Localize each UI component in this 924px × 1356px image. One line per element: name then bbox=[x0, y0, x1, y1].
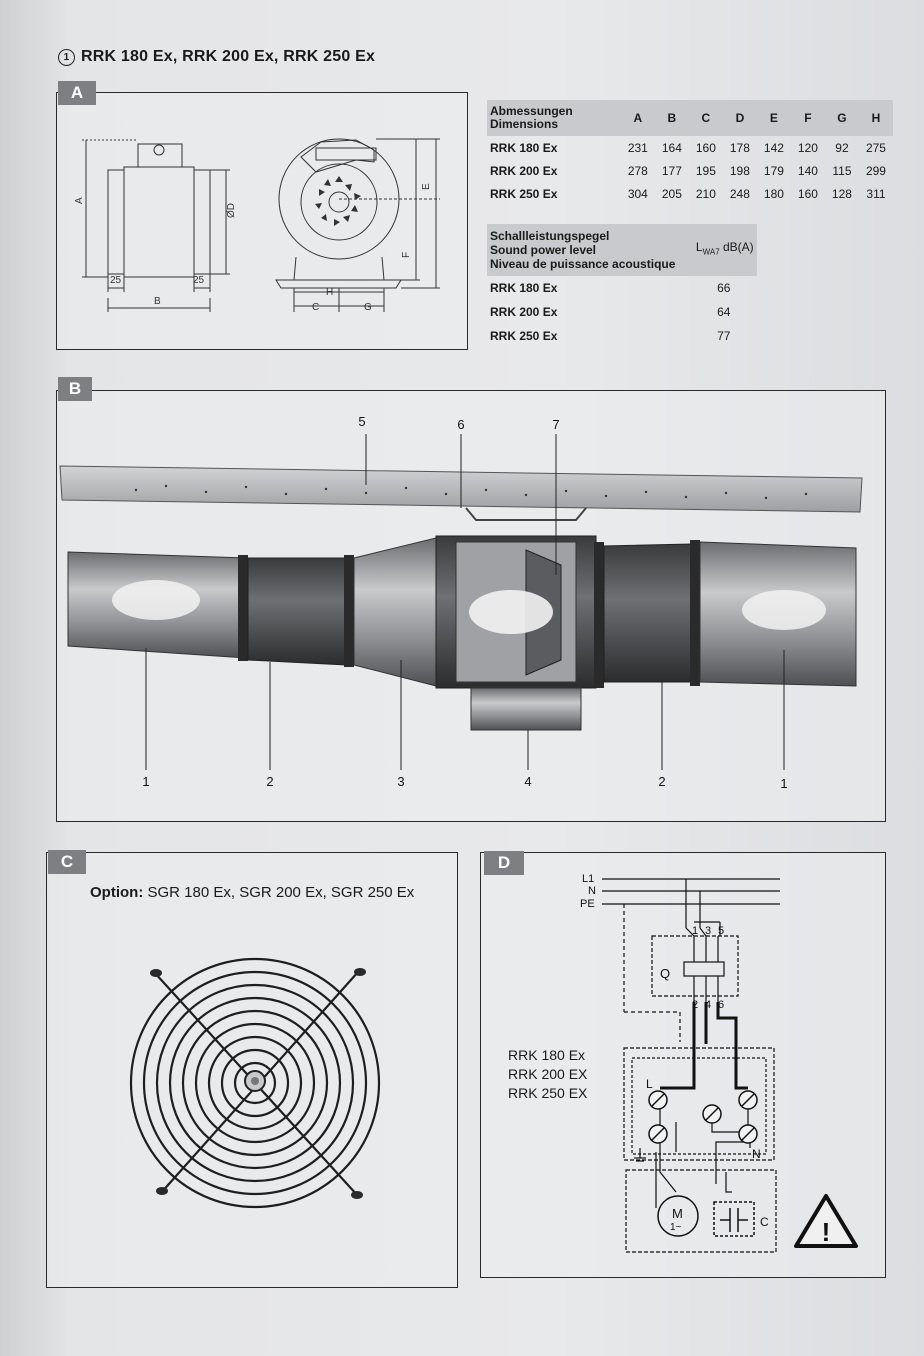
col-header-g: G bbox=[824, 100, 859, 136]
motor-label: M bbox=[672, 1206, 683, 1221]
side-view-body bbox=[123, 166, 195, 278]
side-view-flange-left bbox=[107, 169, 125, 275]
terminal-enclosure bbox=[623, 1047, 775, 1161]
table-row: RRK 250 Ex 304 205 210 248 180 160 128 3… bbox=[490, 186, 886, 201]
callout-6: 6 bbox=[457, 417, 464, 432]
panel-a bbox=[56, 92, 468, 350]
line-l1-label: L1 bbox=[582, 873, 594, 885]
panel-d-tag: D bbox=[484, 851, 524, 875]
panel-c bbox=[46, 852, 458, 1288]
dim-label-25-left: 25 bbox=[110, 275, 122, 286]
col-header-c: C bbox=[688, 100, 723, 136]
dim-label-25-right: 25 bbox=[193, 275, 205, 286]
mounting-tab bbox=[150, 969, 162, 977]
clamp-right-2 bbox=[690, 540, 700, 686]
callout-7: 7 bbox=[552, 417, 559, 432]
wiring-diagram: L1 N PE 1 3 5 2 4 6 Q L N M 1~ C bbox=[580, 873, 858, 1253]
dust-right bbox=[742, 590, 826, 630]
capacitor-symbol bbox=[713, 1201, 755, 1237]
dim-label-f: F bbox=[401, 252, 412, 258]
dim-label-c: C bbox=[312, 302, 319, 313]
dim-label-d: ØD bbox=[226, 203, 237, 218]
terminal-box bbox=[470, 687, 582, 731]
callout-5: 5 bbox=[358, 414, 365, 429]
dim-label-b: B bbox=[154, 296, 161, 307]
motor-symbol bbox=[657, 1195, 699, 1237]
col-header-f: F bbox=[790, 100, 825, 136]
front-view-impeller bbox=[300, 163, 378, 241]
flex-connector-right bbox=[603, 543, 693, 683]
dim-label-h: H bbox=[326, 287, 333, 298]
warning-triangle-icon bbox=[794, 1194, 858, 1248]
side-view-box bbox=[137, 143, 183, 168]
col-header-e: E bbox=[756, 100, 791, 136]
protective-grille bbox=[129, 957, 381, 1209]
clamp-right-1 bbox=[594, 542, 604, 688]
motor-protection-switch bbox=[651, 935, 739, 997]
motor-sub-label: 1~ bbox=[670, 1222, 682, 1233]
table-row: RRK 180 Ex 231 164 160 178 142 120 92 27… bbox=[490, 140, 886, 155]
dim-label-e: E bbox=[421, 183, 432, 190]
mounting-tab bbox=[351, 1191, 363, 1199]
svg-text:1: 1 bbox=[692, 925, 698, 937]
panel-a-tag: A bbox=[58, 81, 96, 105]
callout-1-right: 1 bbox=[780, 776, 787, 791]
earth-symbol bbox=[634, 1148, 646, 1162]
dust-left bbox=[112, 580, 200, 620]
mounting-bracket bbox=[465, 507, 587, 521]
callout-1-left: 1 bbox=[142, 774, 149, 789]
panel-c-tag: C bbox=[48, 850, 86, 874]
callout-2-left: 2 bbox=[266, 774, 273, 789]
section-number: 1 bbox=[58, 49, 75, 66]
mounting-tab bbox=[156, 1187, 168, 1195]
col-header-h: H bbox=[858, 100, 893, 136]
duct-reducer bbox=[353, 537, 437, 687]
svg-text:5: 5 bbox=[718, 925, 724, 937]
dim-label-g: G bbox=[364, 302, 372, 313]
drawing-a: A ØD E F 25 25 B C H G bbox=[74, 138, 440, 313]
table-row: RRK 250 Ex 77 bbox=[490, 329, 731, 343]
svg-text:3: 3 bbox=[705, 925, 711, 937]
line-pe-label: PE bbox=[580, 898, 595, 910]
callout-2-right: 2 bbox=[658, 774, 665, 789]
col-header-b: B bbox=[654, 100, 689, 136]
n-label: N bbox=[752, 1147, 761, 1161]
dust-fan bbox=[469, 590, 553, 634]
clamp-left-1 bbox=[238, 555, 248, 661]
table-row: RRK 200 Ex 64 bbox=[490, 305, 731, 319]
table-row: RRK 200 Ex 278 177 195 198 179 140 115 2… bbox=[490, 163, 886, 178]
panel-b-tag: B bbox=[58, 377, 92, 401]
clamp-left-2 bbox=[344, 555, 354, 667]
l-label: L bbox=[646, 1077, 653, 1091]
table-row: RRK 180 Ex 66 bbox=[490, 281, 731, 295]
option-text: Option: SGR 180 Ex, SGR 200 Ex, SGR 250 … bbox=[90, 884, 415, 901]
side-view-gland bbox=[153, 144, 165, 156]
svg-text:4: 4 bbox=[705, 999, 711, 1011]
side-view-flange-right bbox=[193, 169, 211, 275]
title-text: RRK 180 Ex, RRK 200 Ex, RRK 250 Ex bbox=[81, 48, 376, 65]
col-header-a: A bbox=[620, 100, 655, 136]
flex-connector-left bbox=[247, 557, 347, 666]
mounting-tab bbox=[354, 968, 366, 976]
q-label: Q bbox=[660, 966, 670, 981]
sound-unit-header: LWA7 dB(A) bbox=[690, 224, 757, 276]
wiring-model-list: RRK 180 Ex RRK 200 EX RRK 250 EX bbox=[508, 1047, 588, 1101]
line-n-label: N bbox=[588, 885, 596, 897]
callout-4: 4 bbox=[524, 774, 531, 789]
svg-text:6: 6 bbox=[718, 999, 724, 1011]
callout-3: 3 bbox=[397, 774, 404, 789]
col-header-d: D bbox=[722, 100, 757, 136]
page-title: 1 RRK 180 Ex, RRK 200 Ex, RRK 250 Ex bbox=[58, 48, 375, 66]
warning-mark: ! bbox=[822, 1217, 831, 1247]
capacitor-label: C bbox=[760, 1215, 769, 1229]
dim-label-a: A bbox=[74, 197, 85, 204]
drawing-b: 5 6 7 1 2 3 4 2 1 bbox=[59, 414, 863, 791]
